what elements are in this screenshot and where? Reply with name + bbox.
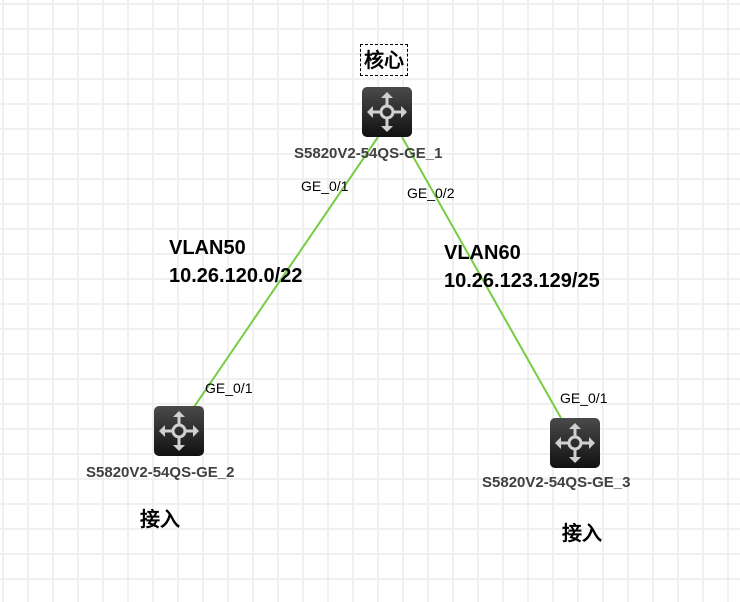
vlan-subnet: 10.26.123.129/25 xyxy=(444,270,600,292)
switch-ge1-name: S5820V2-54QS-GE_1 xyxy=(294,145,443,162)
switch-ge1[interactable] xyxy=(362,87,412,137)
vlan-name: VLAN50 xyxy=(169,237,246,259)
switch-icon xyxy=(367,92,407,132)
switch-icon xyxy=(159,411,199,451)
vlan-name: VLAN60 xyxy=(444,242,521,264)
switch-ge3[interactable] xyxy=(550,418,600,468)
vlan-label: VLAN60 10.26.123.129/25 xyxy=(444,239,600,295)
port-label: GE_0/1 xyxy=(560,390,608,406)
access-role-label: 接入 xyxy=(562,521,602,545)
port-label: GE_0/1 xyxy=(301,178,349,194)
link-core-to-ge3[interactable] xyxy=(401,136,562,419)
access-role-label: 接入 xyxy=(140,507,180,531)
port-label: GE_0/2 xyxy=(407,185,455,201)
switch-icon xyxy=(555,423,595,463)
vlan-subnet: 10.26.120.0/22 xyxy=(169,265,303,287)
port-label: GE_0/1 xyxy=(205,380,253,396)
core-role-label: 核心 xyxy=(360,44,408,76)
link-core-to-ge2[interactable] xyxy=(193,136,379,408)
switch-ge3-name: S5820V2-54QS-GE_3 xyxy=(482,474,631,491)
switch-ge2-name: S5820V2-54QS-GE_2 xyxy=(86,464,235,481)
vlan-label: VLAN50 10.26.120.0/22 xyxy=(169,234,302,290)
switch-ge2[interactable] xyxy=(154,406,204,456)
